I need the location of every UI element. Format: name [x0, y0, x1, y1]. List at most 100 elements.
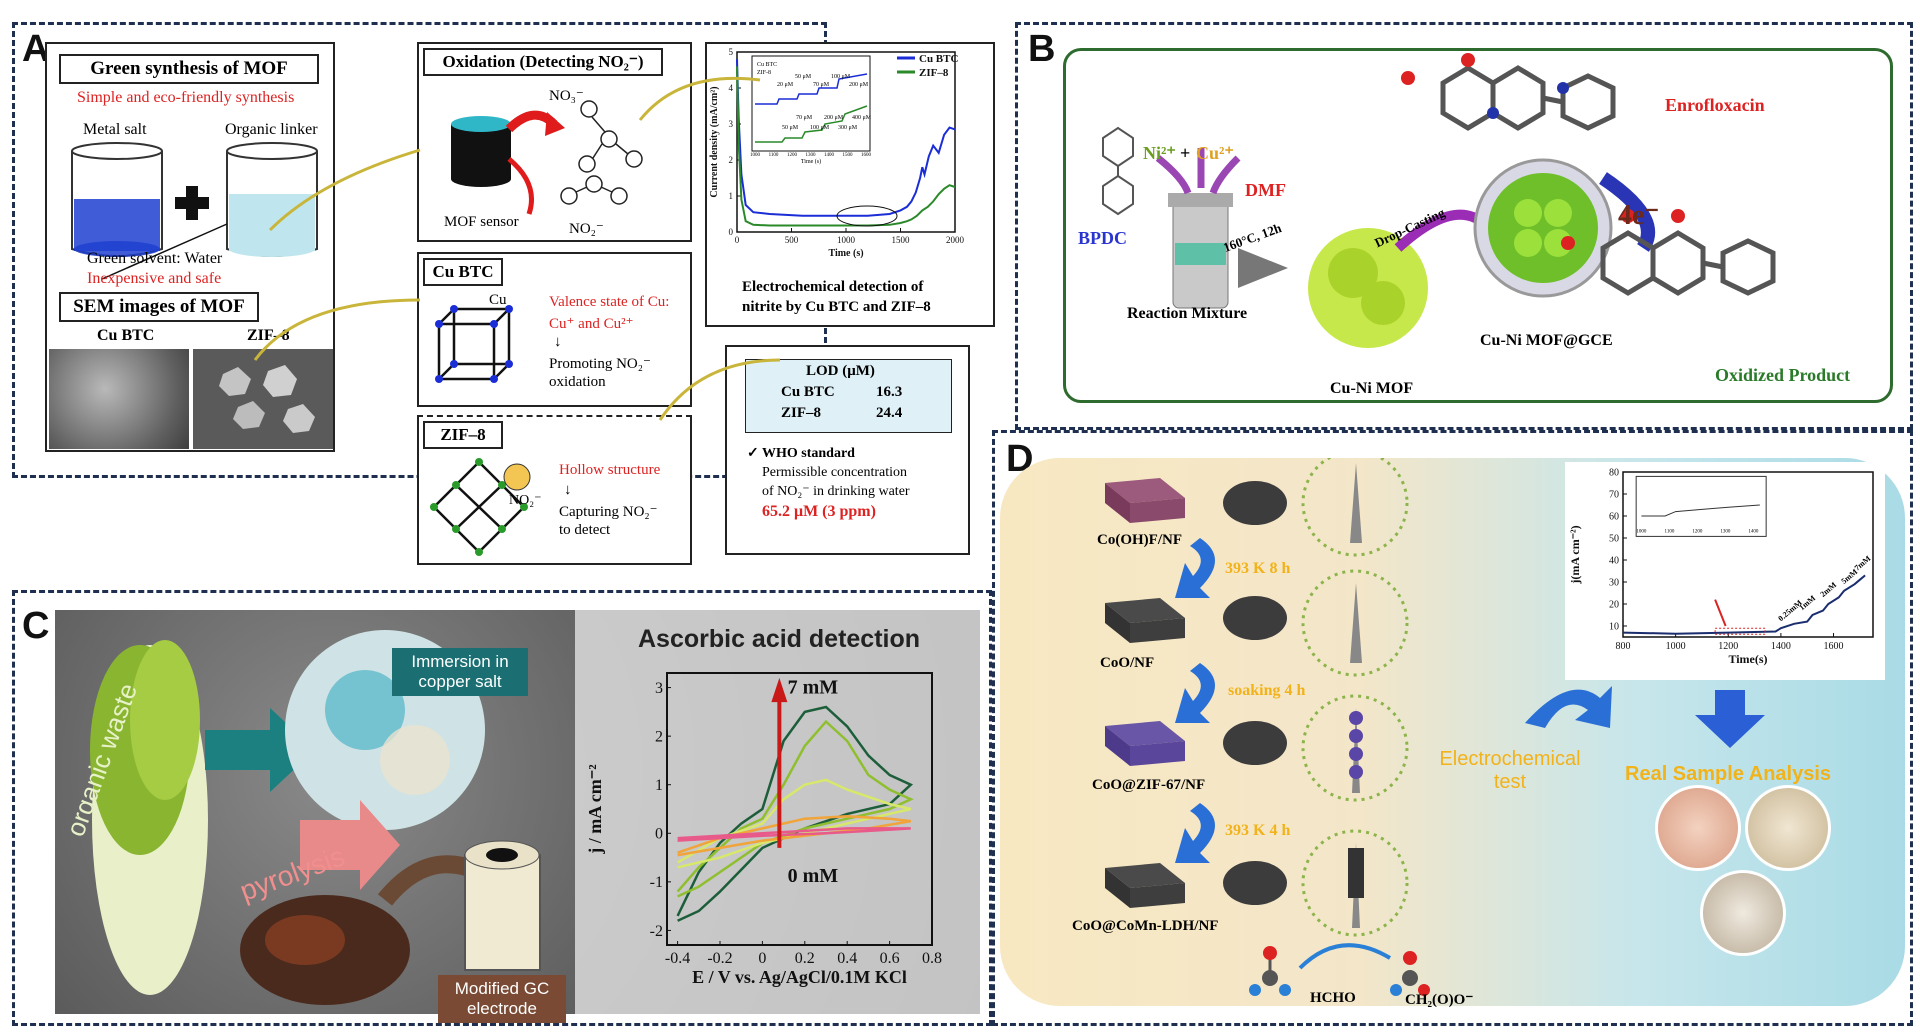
ascorbic-chart-title: Ascorbic acid detection — [638, 625, 921, 653]
x-tick-label-0: 800 — [1616, 641, 1631, 652]
valence-line1: Valence state of Cu: — [549, 294, 670, 310]
annotation-0: 0.25mM — [1776, 598, 1804, 623]
x-tick-label-1: -0.2 — [707, 950, 732, 967]
who-line1: Permissible concentration — [762, 465, 908, 480]
oxidation-box: Oxidation (Detecting NO₂⁻) NO₃⁻ MOF sens… — [417, 42, 692, 242]
annotation-1: 1mM — [1797, 593, 1817, 612]
plot-frame — [666, 672, 933, 946]
series-line-3 — [677, 815, 912, 857]
inset-blue-label-0: 20 μM — [777, 82, 794, 88]
panel-a-letter: A — [22, 28, 50, 70]
x-axis-label: E / V vs. Ag/AgCl/0.1M KCl — [692, 967, 907, 987]
green-synthesis-title: Green synthesis of MOF — [59, 54, 319, 84]
condition-2-label: soaking 4 h — [1228, 682, 1306, 699]
dmf-label: DMF — [1245, 180, 1286, 200]
series-line-0 — [1622, 574, 1866, 635]
electron-count-label: 4e⁻ — [1618, 200, 1660, 231]
zif8-title: ZIF–8 — [423, 421, 503, 449]
step-4-label: CoO@CoMn-LDH/NF — [1072, 918, 1219, 934]
panel-d-illustration — [1105, 458, 1612, 996]
sem-image-cubtc — [49, 349, 189, 449]
inset-x-tick-2: 1200 — [787, 153, 798, 158]
process-arrow-icon — [1238, 248, 1288, 288]
annotation-bottom: 0 mM — [788, 865, 839, 887]
organic-linker-beaker — [226, 142, 318, 257]
ni-label: Ni²⁺ — [1143, 143, 1176, 163]
inset-green-label-5: 400 μM — [852, 115, 872, 121]
electrode-arrow-icon — [377, 855, 479, 906]
x-tick-label-3: 1400 — [1771, 641, 1791, 652]
x-tick-label-6: 0.8 — [922, 950, 942, 967]
inset-legend-0: Cu BTC — [757, 62, 777, 68]
green-synthesis-box: Green synthesis of MOF Simple and eco-fr… — [45, 42, 335, 452]
zoom-arrow-d — [1714, 599, 1727, 627]
condition-3-label: 393 K 4 h — [1225, 822, 1291, 839]
sem-title: SEM images of MOF — [59, 292, 259, 322]
x-tick-label-0: -0.4 — [665, 950, 690, 967]
promote-line2: oxidation — [549, 374, 606, 390]
sem-left-label: Cu BTC — [97, 327, 155, 344]
capture-line2: to detect — [559, 522, 611, 538]
y-tick-label-0: 0 — [729, 227, 734, 237]
hcho-molecule — [1249, 946, 1291, 996]
x-axis-label: Time(s) — [1728, 652, 1767, 666]
x-axis-label: Time (s) — [828, 248, 863, 259]
process-arrows — [1175, 538, 1215, 863]
reaction-mixture-label: Reaction Mixture — [1127, 305, 1248, 322]
y-tick-label-5: 60 — [1609, 511, 1619, 522]
zif8-box: ZIF–8 NO₂⁻ Hollow structure ↓ Capturing … — [417, 415, 692, 565]
inset-blue-label-2: 70 μM — [813, 82, 830, 88]
inset-x-tick-6: 1600 — [861, 153, 872, 158]
y-tick-label-1: -1 — [650, 874, 663, 891]
inset-d-x-tick-2: 1200 — [1692, 529, 1703, 534]
conversion-arrow-icon — [1298, 943, 1392, 970]
y-tick-label-0: -2 — [650, 923, 663, 940]
inset-x-tick-3: 1300 — [806, 153, 817, 158]
y-tick-label-4: 50 — [1609, 533, 1619, 544]
cu-ni-mof-label: Cu-Ni MOF — [1330, 380, 1414, 397]
inset-blue-line — [755, 73, 868, 105]
lod-table: LOD (μM) Cu BTC 16.3 ZIF–8 24.4 — [745, 359, 952, 433]
y-tick-label-1: 20 — [1609, 599, 1619, 610]
cu-atom-label: Cu — [489, 292, 507, 308]
immersion-label: Immersion in copper salt — [392, 648, 528, 696]
panel-c-illustration — [90, 630, 541, 1005]
cubtc-title: Cu BTC — [423, 258, 503, 286]
inset-legend-1: ZIF-8 — [757, 70, 771, 76]
annotation-2: 2mM — [1819, 580, 1839, 599]
metal-salt-label: Metal salt — [83, 121, 147, 138]
y-tick-label-3: 3 — [729, 119, 734, 129]
substrate-block-4 — [1105, 863, 1185, 908]
y-tick-label-7: 80 — [1609, 467, 1619, 478]
x-tick-label-5: 0.6 — [880, 950, 900, 967]
lod-title: LOD (μM) — [806, 363, 875, 379]
metal-salt-beaker — [71, 142, 163, 257]
reactor-vessel-icon — [1168, 193, 1233, 309]
oxidized-product-molecule — [1600, 230, 1776, 296]
zif8-down-arrow: ↓ — [564, 482, 572, 498]
lod-row-cubtc-name: Cu BTC — [781, 384, 835, 400]
y-tick-label-4: 2 — [655, 728, 663, 745]
x-tick-label-0: 0 — [735, 235, 740, 245]
zoom-ellipse — [836, 205, 898, 227]
step-3-label: CoO@ZIF-67/NF — [1092, 777, 1206, 793]
series-line-0 — [736, 59, 956, 217]
cabbage-icon — [90, 640, 208, 995]
x-tick-label-1: 1000 — [1666, 641, 1686, 652]
pyrolysis-arrow-icon — [300, 800, 400, 890]
oxidized-product-label: Oxidized Product — [1715, 365, 1851, 385]
nitrate-label: NO₃⁻ — [549, 88, 584, 104]
inset-x-label: Time (s) — [801, 158, 821, 165]
lod-row-zif8-value: 24.4 — [876, 405, 903, 421]
electrode-label: Cu-Ni MOF@GCE — [1480, 332, 1613, 349]
inset-green-label-2: 100 μM — [810, 125, 830, 131]
panel-d — [992, 430, 1913, 1026]
nitrate-molecule — [578, 100, 643, 173]
y-tick-label-2: 0 — [655, 826, 663, 843]
panel-c-letter: C — [22, 605, 50, 647]
lod-row-zif8-name: ZIF–8 — [781, 405, 822, 421]
legend-label-0: Cu BTC — [919, 53, 958, 65]
zoom-box-d — [1714, 627, 1766, 635]
panel-b-frame — [1063, 48, 1893, 403]
